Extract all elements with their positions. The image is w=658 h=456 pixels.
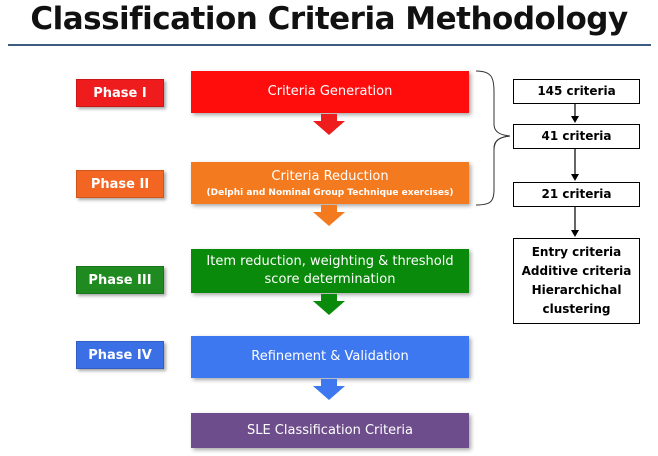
down-arrow-icon	[571, 116, 579, 123]
down-arrow-icon	[313, 114, 345, 135]
step-criteria-reduction: Criteria Reduction (Delphi and Nominal G…	[191, 162, 469, 204]
step-sle-classification: SLE Classification Criteria	[191, 413, 469, 448]
down-arrow-icon	[313, 205, 345, 226]
step-criteria-generation: Criteria Generation	[191, 71, 469, 113]
down-arrow-icon	[313, 379, 345, 400]
count-box-21: 21 criteria	[513, 182, 640, 207]
step-label: Refinement & Validation	[251, 349, 409, 364]
phase-label-1: Phase I	[76, 79, 164, 107]
step-label: SLE Classification Criteria	[246, 422, 414, 438]
brace-phase1-icon	[475, 70, 511, 150]
step-label: Item reduction, weighting & threshold sc…	[206, 254, 454, 287]
title-underline	[8, 44, 651, 46]
phase-label-2: Phase II	[76, 170, 164, 198]
count-box-41: 41 criteria	[513, 124, 640, 149]
final-criteria-item: Entry criteria	[531, 245, 622, 259]
final-criteria-item: Additive criteria	[521, 264, 632, 278]
down-arrow-icon	[571, 174, 579, 181]
step-label: Criteria Reduction	[271, 168, 389, 184]
down-arrow-icon	[571, 230, 579, 237]
count-box-145: 145 criteria	[513, 79, 640, 104]
page-title: Classification Criteria Methodology	[30, 1, 628, 37]
phase-label-3: Phase III	[76, 266, 164, 294]
brace-phase2-icon	[475, 135, 511, 206]
phase-label-4: Phase IV	[76, 341, 164, 369]
step-item-reduction: Item reduction, weighting & threshold sc…	[191, 249, 469, 293]
step-label: Criteria Generation	[267, 84, 393, 99]
final-criteria-item: Hierarchichal clustering	[531, 283, 622, 316]
step-refinement-validation: Refinement & Validation	[191, 336, 469, 378]
down-arrow-icon	[313, 294, 345, 315]
step-sublabel: (Delphi and Nominal Group Technique exer…	[206, 187, 454, 198]
final-criteria-box: Entry criteria Additive criteria Hierarc…	[513, 238, 640, 324]
